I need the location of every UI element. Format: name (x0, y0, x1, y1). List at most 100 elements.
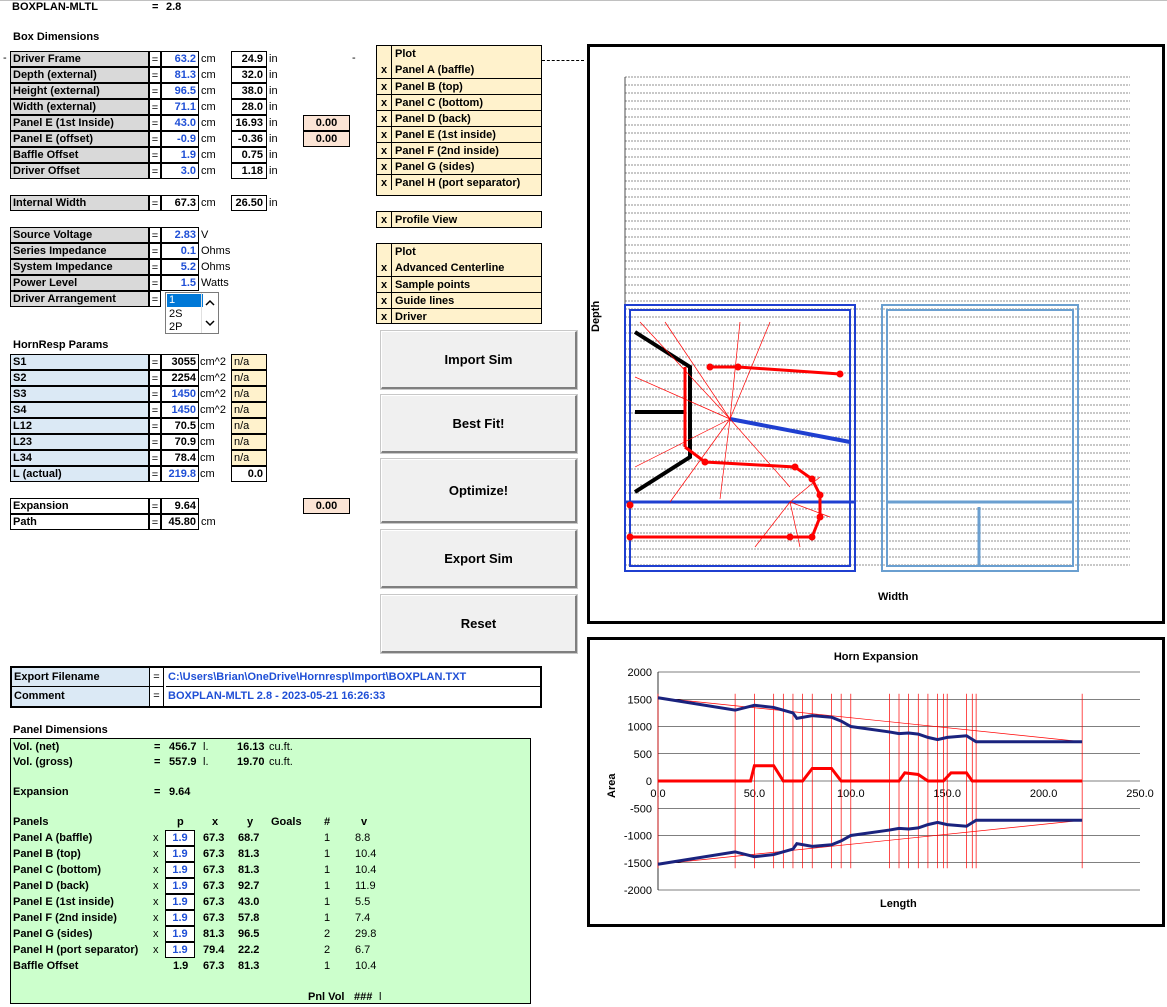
expansion-label: Expansion (13, 786, 69, 798)
unit: cm (201, 117, 216, 129)
box-dim-value[interactable]: 71.1 (161, 99, 199, 115)
y-tick-label: -500 (630, 803, 652, 815)
box-dim-value[interactable]: -0.9 (161, 131, 199, 147)
profile-view-chart[interactable]: Width Depth (587, 44, 1165, 624)
header-check (377, 244, 392, 260)
panel-row-y: 68.7 (238, 832, 260, 844)
plot-option-check[interactable]: x (377, 143, 392, 158)
panel-e (729, 417, 851, 444)
plot-option-check[interactable]: x (377, 111, 392, 126)
box-dim-value[interactable]: 3.0 (161, 163, 199, 179)
fit-line (657, 697, 1083, 743)
import-sim-button[interactable]: Import Sim (381, 331, 577, 389)
unit: in (269, 53, 278, 65)
panel-row-check[interactable]: x (153, 896, 159, 908)
panel-row-p[interactable]: 1.9 (165, 926, 195, 942)
panel-row-check[interactable]: x (153, 880, 159, 892)
box-dim-value[interactable]: 1.9 (161, 147, 199, 163)
panel-row-p[interactable]: 1.9 (165, 910, 195, 926)
electrical-value[interactable]: 5.2 (161, 259, 199, 275)
unit: Watts (201, 277, 229, 289)
y-tick-label: -2000 (624, 885, 652, 897)
plot-option-label: Panel C (bottom) (395, 97, 483, 109)
reset-button[interactable]: Reset (381, 595, 577, 653)
panel-row-p[interactable]: 1.9 (165, 846, 195, 862)
export-filename-input[interactable]: C:\Users\Brian\OneDrive\Hornresp\Import\… (166, 668, 540, 687)
unit: cm (200, 468, 215, 480)
box-dim-value[interactable]: 63.2 (161, 51, 199, 67)
outer-panel (624, 304, 856, 572)
guide-line (754, 501, 791, 548)
panel-row-p[interactable]: 1.9 (165, 862, 195, 878)
panel-row-check[interactable]: x (153, 912, 159, 924)
driver-arrangement-listbox[interactable]: 1 2S 2P (165, 292, 219, 334)
panel-row-p[interactable]: 1.9 (165, 878, 195, 894)
export-sim-button[interactable]: Export Sim (381, 530, 577, 588)
panel-row-p[interactable]: 1.9 (165, 894, 195, 910)
panel-row-v: 5.5 (355, 896, 371, 908)
plot-option-check[interactable]: x (377, 62, 392, 78)
panel-row-check[interactable]: x (153, 832, 159, 844)
plot-option-check[interactable]: x (377, 159, 392, 174)
box-dim-value[interactable]: 96.5 (161, 83, 199, 99)
plot-option-check[interactable]: x (377, 127, 392, 142)
plot-option-check[interactable]: x (377, 309, 392, 324)
plot-option-check[interactable]: x (377, 79, 392, 94)
plot-option-check[interactable]: x (377, 260, 392, 276)
internal-width-value[interactable]: 67.3 (161, 195, 199, 211)
plot-option-check[interactable]: x (377, 175, 392, 190)
panel-row-x: 67.3 (203, 880, 225, 892)
panel-row-check[interactable]: x (153, 848, 159, 860)
unit: cm (201, 85, 216, 97)
unit: cm (201, 197, 216, 209)
scroll-arrows-icon[interactable] (202, 293, 218, 333)
profile-view-check[interactable]: x (377, 212, 392, 228)
dash-marker: - (352, 52, 356, 64)
plot-option-check[interactable]: x (377, 293, 392, 308)
listbox-option[interactable]: 2S (169, 308, 183, 320)
listbox-option[interactable]: 2P (169, 321, 183, 333)
box-dim-value[interactable]: 43.0 (161, 115, 199, 131)
panel-row-check[interactable]: x (153, 928, 159, 940)
hornresp-status: n/a (231, 370, 267, 386)
hornresp-value: 70.9 (161, 434, 199, 450)
equals-sign: = (149, 227, 161, 243)
plot-option-check[interactable]: x (377, 95, 392, 110)
baffle-offset-y: 81.3 (238, 960, 260, 972)
panel-row-p[interactable]: 1.9 (165, 830, 195, 846)
electrical-value[interactable]: 0.1 (161, 243, 199, 259)
best-fit-button[interactable]: Best Fit! (381, 395, 577, 453)
equals-sign: = (149, 434, 161, 450)
panel-row-check[interactable]: x (153, 864, 159, 876)
panel-row-v: 8.8 (355, 832, 371, 844)
optimize-button[interactable]: Optimize! (381, 459, 577, 523)
box-dim-value[interactable]: 81.3 (161, 67, 199, 83)
electrical-value[interactable]: 2.83 (161, 227, 199, 243)
listbox-option-selected[interactable]: 1 (167, 294, 203, 307)
unit: in (269, 133, 278, 145)
panel-row-check[interactable]: x (153, 944, 159, 956)
plot-option-check[interactable]: x (377, 277, 392, 292)
hornresp-status: n/a (231, 386, 267, 402)
panel-row-v: 6.7 (355, 944, 371, 956)
comment-input[interactable]: BOXPLAN-MLTL 2.8 - 2023-05-21 16:26:33 (168, 690, 386, 702)
unit: cm (201, 133, 216, 145)
panel-row-p[interactable]: 1.9 (165, 942, 195, 958)
listbox-scrollbar[interactable] (201, 293, 218, 333)
electrical-value[interactable]: 1.5 (161, 275, 199, 291)
